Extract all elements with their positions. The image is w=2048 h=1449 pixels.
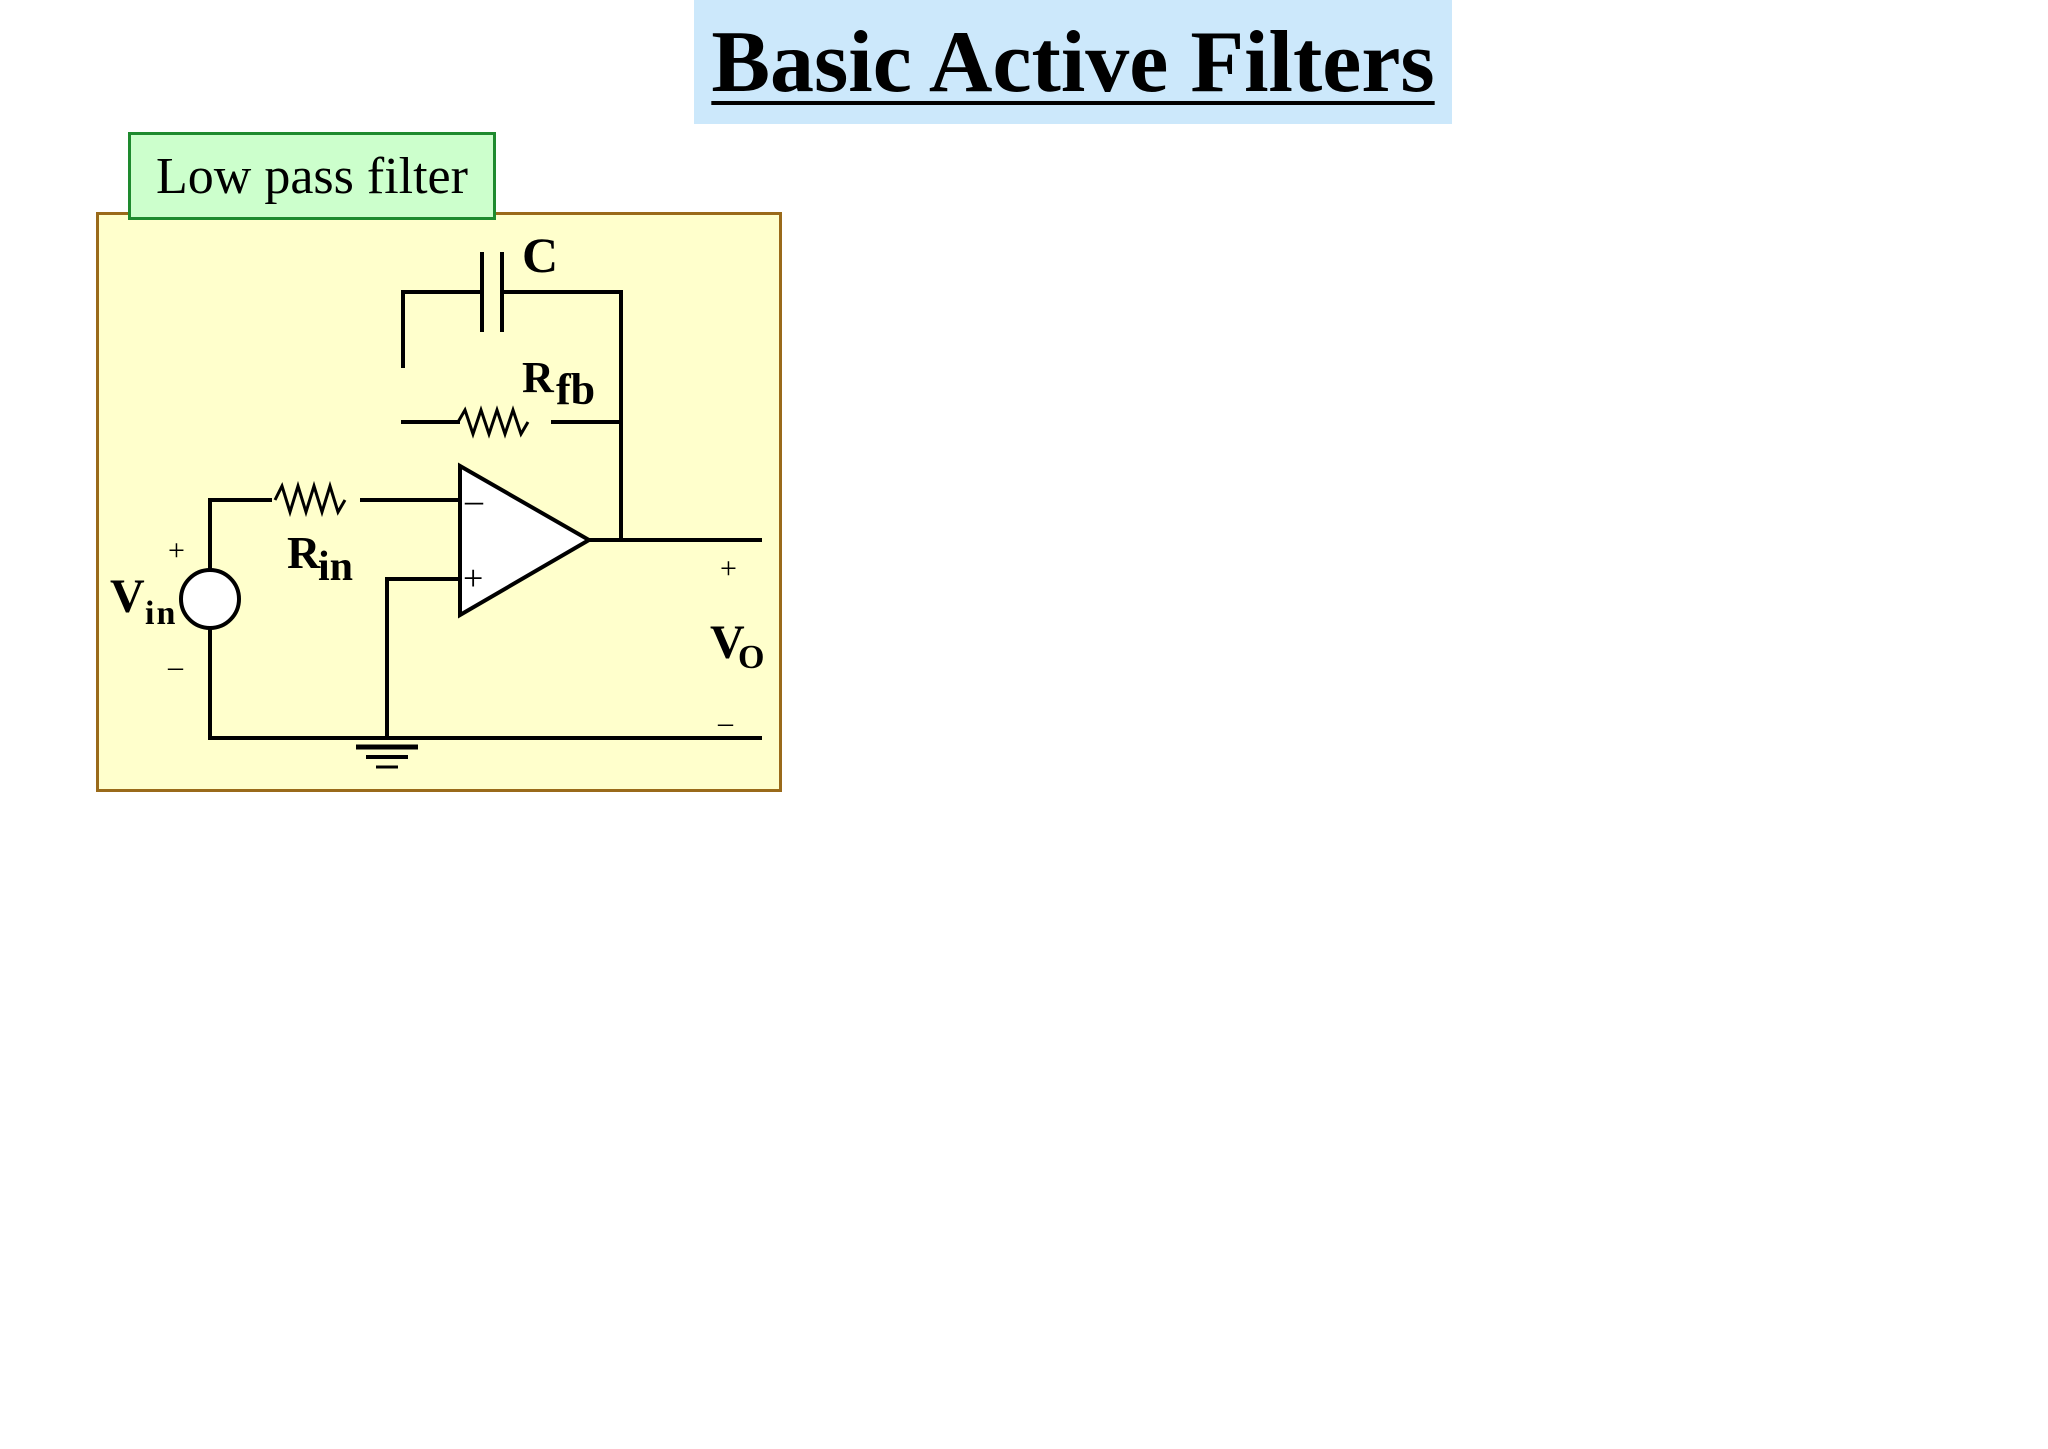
- voltage-source-icon: [179, 568, 241, 630]
- filter-label-box: Low pass filter: [128, 132, 496, 220]
- opamp-inverting-sign: –: [464, 480, 484, 520]
- rin-label-subscript: in: [318, 544, 353, 590]
- vo-minus-sign: –: [717, 706, 734, 739]
- filter-label: Low pass filter: [156, 147, 468, 205]
- rfb-label-subscript: fb: [556, 365, 595, 414]
- op-amp: [385, 462, 762, 740]
- vin-label-subscript: in: [145, 595, 177, 632]
- voltage-source: [179, 568, 762, 740]
- rin-label: R: [287, 527, 321, 578]
- capacitor-label: C: [522, 227, 558, 283]
- input-resistor: [208, 480, 462, 572]
- page-title: Basic Active Filters: [711, 13, 1435, 111]
- vo-label-subscript: O: [738, 639, 764, 676]
- vin-minus-sign: –: [167, 650, 184, 683]
- title-banner: Basic Active Filters: [694, 0, 1452, 124]
- vo-plus-sign: +: [720, 552, 737, 585]
- feedback-resistor: [401, 405, 623, 439]
- vin-plus-sign: +: [168, 534, 185, 567]
- capacitor-branch: [401, 252, 623, 542]
- vo-label: V: [710, 616, 745, 669]
- ground-icon: [356, 744, 418, 769]
- rfb-label: R: [522, 353, 555, 402]
- opamp-noninverting-sign: +: [463, 558, 483, 598]
- vin-label: V: [110, 570, 145, 623]
